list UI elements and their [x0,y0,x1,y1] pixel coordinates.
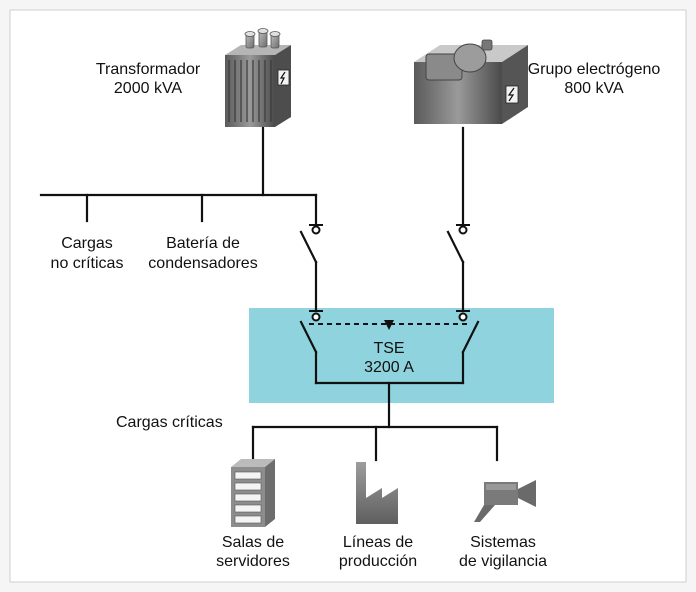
load-servers-line1: Salas de [221,534,285,551]
transformer-rating-label: 2000 kVA [113,80,183,97]
camera-icon [474,480,536,522]
ats-interlock-arrow [384,320,394,330]
non-critical-label-line2: no críticas [50,255,124,272]
ats-left-contact [311,312,321,322]
generator-rating-label: 800 kVA [564,80,624,97]
generator-breaker-contact [458,225,468,235]
ats-right-blade [461,320,480,354]
critical-loads-title: Cargas críticas [116,414,223,431]
load-surveillance-line1: Sistemas [470,534,536,551]
diagram-frame [9,9,687,583]
transformer-breaker-blade [299,230,318,264]
load-production-line2: producción [338,553,418,570]
server-rack-icon [231,459,275,527]
ats-name-label: TSE [373,340,405,357]
non-critical-label-line1: Cargas [61,235,113,252]
ats-right-contact [458,312,468,322]
load-servers-line2: servidores [216,553,290,570]
ats-rating-label: 3200 A [364,359,414,376]
load-surveillance-line2: de vigilancia [458,553,548,570]
load-production-line1: Líneas de [342,534,414,551]
transformer-name-label: Transformador [95,61,201,78]
transformer-icon [225,28,291,127]
generator-icon [414,39,528,124]
capacitor-label-line2: condensadores [148,255,258,272]
capacitor-label-line1: Batería de [166,235,240,252]
factory-icon [356,462,398,524]
transformer-breaker-contact [311,225,321,235]
ats-left-blade [299,320,318,354]
generator-name-label: Grupo electrógeno [527,61,661,78]
generator-breaker-blade [446,230,465,264]
